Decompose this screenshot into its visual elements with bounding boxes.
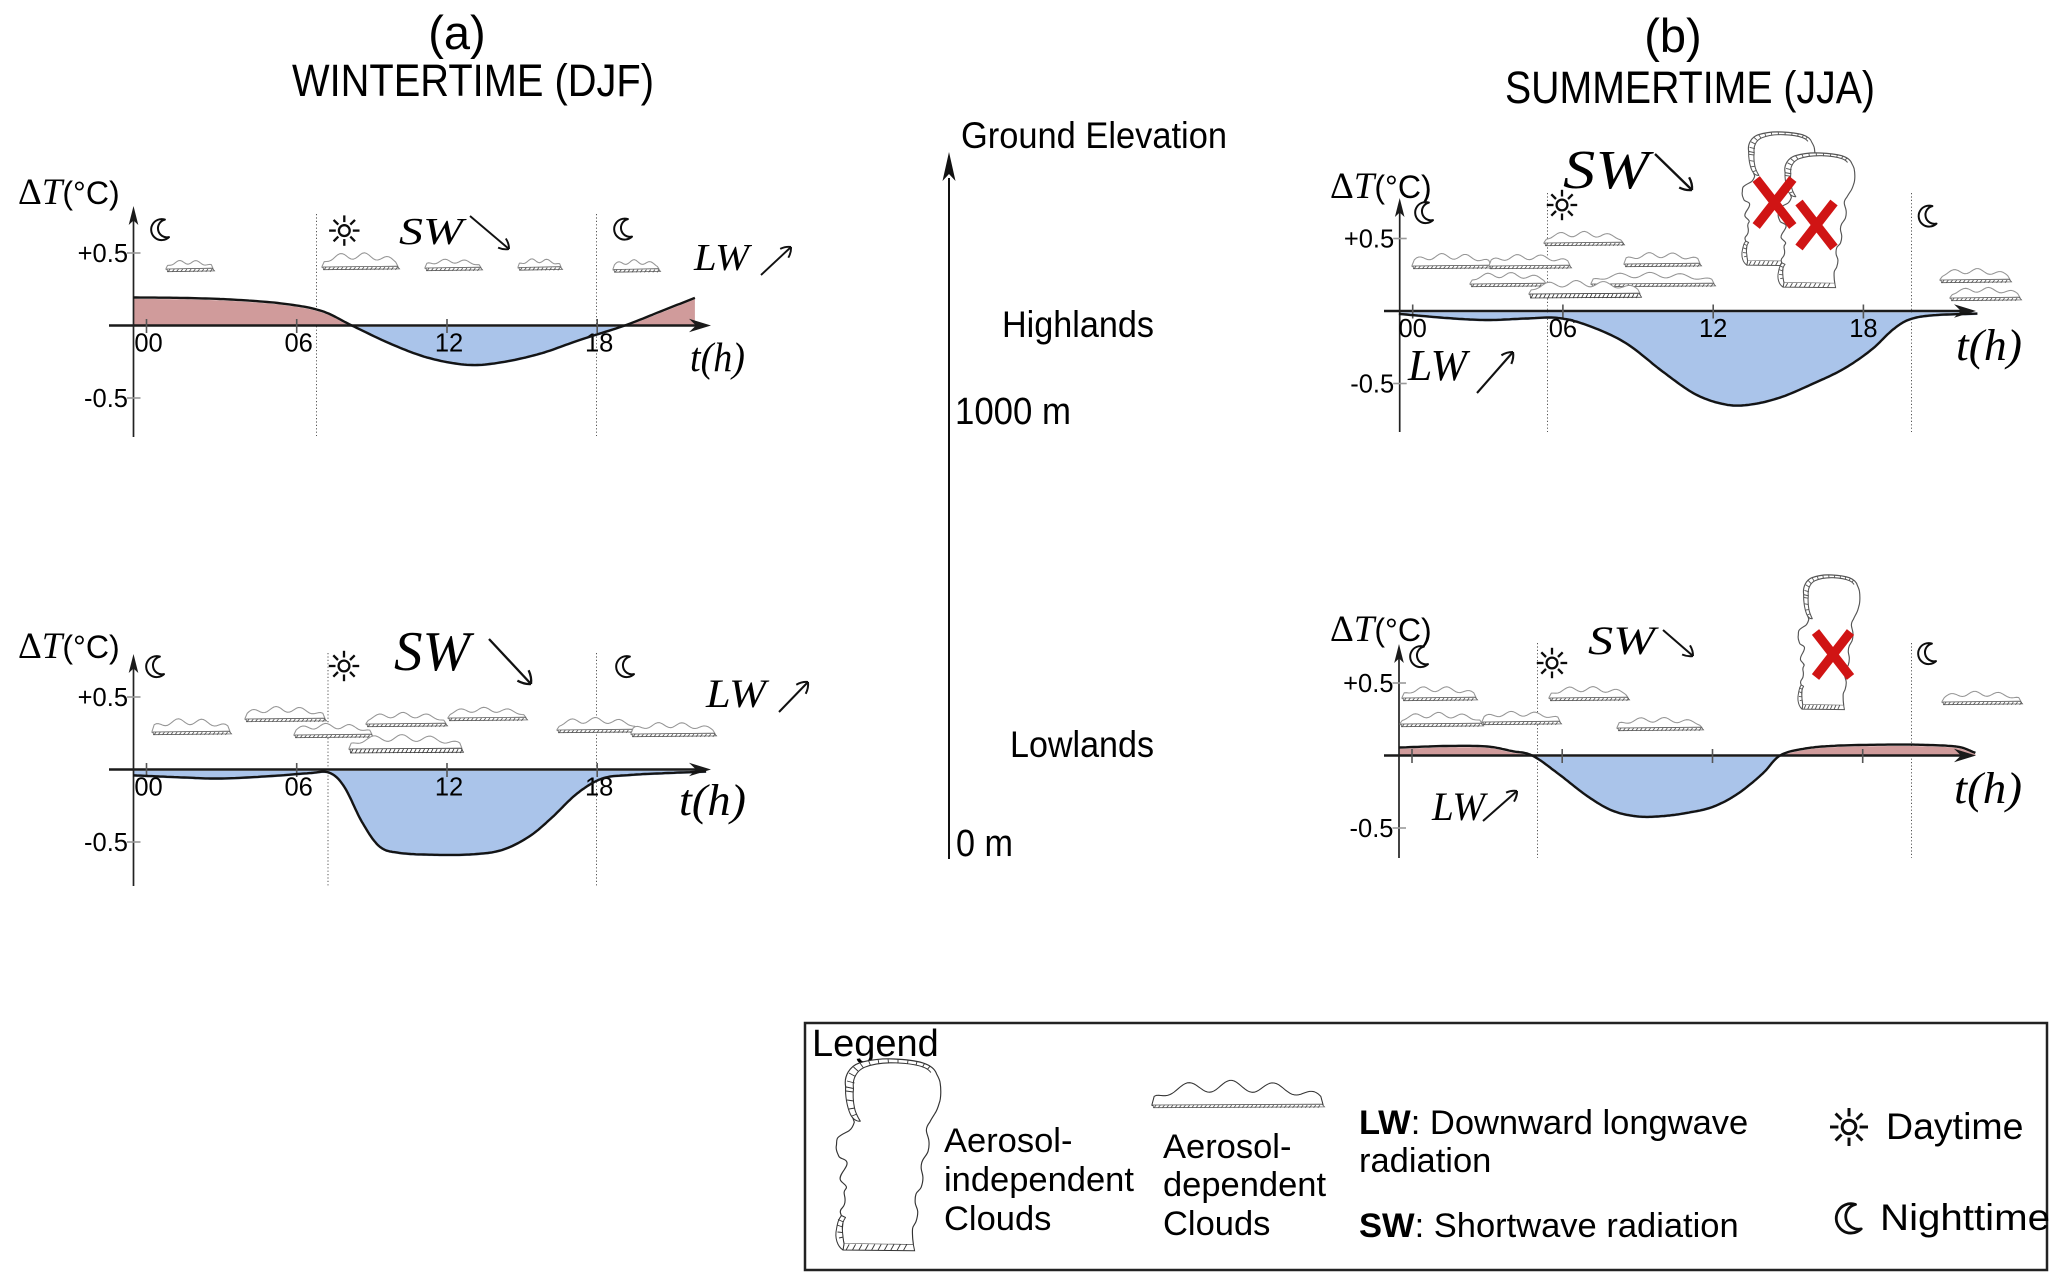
svg-text:dependent: dependent — [1163, 1166, 1326, 1204]
svg-text:independent: independent — [944, 1161, 1134, 1199]
svg-text:+0.5: +0.5 — [1343, 670, 1393, 698]
svg-text:(a): (a) — [428, 6, 485, 59]
svg-text:LW: LW — [1431, 784, 1489, 829]
svg-text:ΔT(°C): ΔT(°C) — [18, 172, 120, 213]
svg-text:+0.5: +0.5 — [78, 684, 128, 712]
svg-text:SW: SW — [399, 211, 467, 253]
svg-text:Legend: Legend — [812, 1023, 939, 1065]
svg-text:radiation: radiation — [1359, 1142, 1491, 1180]
svg-text:Daytime: Daytime — [1886, 1105, 2024, 1147]
svg-text:00: 00 — [134, 773, 162, 801]
svg-text:Aerosol-: Aerosol- — [944, 1122, 1072, 1160]
svg-text:SW: SW — [1588, 618, 1660, 663]
svg-text:LW: LW — [693, 237, 753, 279]
svg-text:LW: LW — [705, 671, 770, 716]
svg-text:+0.5: +0.5 — [1344, 226, 1394, 254]
svg-text:ΔT(°C): ΔT(°C) — [1330, 609, 1432, 650]
svg-text:t(h): t(h) — [690, 334, 745, 380]
svg-text:00: 00 — [1399, 315, 1427, 343]
svg-text:0 m: 0 m — [956, 823, 1013, 865]
svg-text:12: 12 — [435, 773, 463, 801]
svg-text:12: 12 — [1699, 315, 1727, 343]
svg-text:t(h): t(h) — [679, 776, 746, 825]
svg-text:LW: Downward longwave: LW: Downward longwave — [1359, 1104, 1748, 1142]
svg-text:Aerosol-: Aerosol- — [1163, 1128, 1291, 1166]
svg-text:-0.5: -0.5 — [84, 829, 128, 857]
svg-text:+0.5: +0.5 — [78, 240, 128, 268]
svg-text:-0.5: -0.5 — [1350, 371, 1394, 399]
svg-text:SW: Shortwave radiation: SW: Shortwave radiation — [1359, 1207, 1739, 1245]
svg-text:Clouds: Clouds — [1163, 1205, 1270, 1243]
svg-text:-0.5: -0.5 — [1350, 815, 1394, 843]
svg-text:-0.5: -0.5 — [84, 385, 128, 413]
svg-text:t(h): t(h) — [1956, 321, 2022, 370]
svg-text:Clouds: Clouds — [944, 1200, 1051, 1238]
svg-text:18: 18 — [1849, 315, 1877, 343]
svg-text:(b): (b) — [1644, 9, 1701, 62]
svg-text:LW: LW — [1407, 341, 1470, 390]
svg-text:06: 06 — [285, 773, 313, 801]
svg-text:1000 m: 1000 m — [955, 391, 1071, 433]
svg-text:Highlands: Highlands — [1002, 304, 1154, 345]
svg-text:00: 00 — [134, 329, 162, 357]
svg-text:SW: SW — [394, 621, 474, 683]
svg-text:ΔT(°C): ΔT(°C) — [18, 626, 120, 667]
svg-text:WINTERTIME (DJF): WINTERTIME (DJF) — [292, 55, 654, 106]
svg-text:Ground Elevation: Ground Elevation — [961, 115, 1227, 156]
svg-text:t(h): t(h) — [1954, 764, 2022, 813]
svg-text:Nighttime: Nighttime — [1880, 1196, 2050, 1238]
svg-text:SW: SW — [1563, 139, 1654, 200]
svg-text:06: 06 — [285, 329, 313, 357]
svg-text:ΔT(°C): ΔT(°C) — [1330, 166, 1432, 207]
svg-text:12: 12 — [435, 329, 463, 357]
svg-text:Lowlands: Lowlands — [1010, 724, 1154, 765]
svg-text:SUMMERTIME (JJA): SUMMERTIME (JJA) — [1505, 62, 1875, 113]
